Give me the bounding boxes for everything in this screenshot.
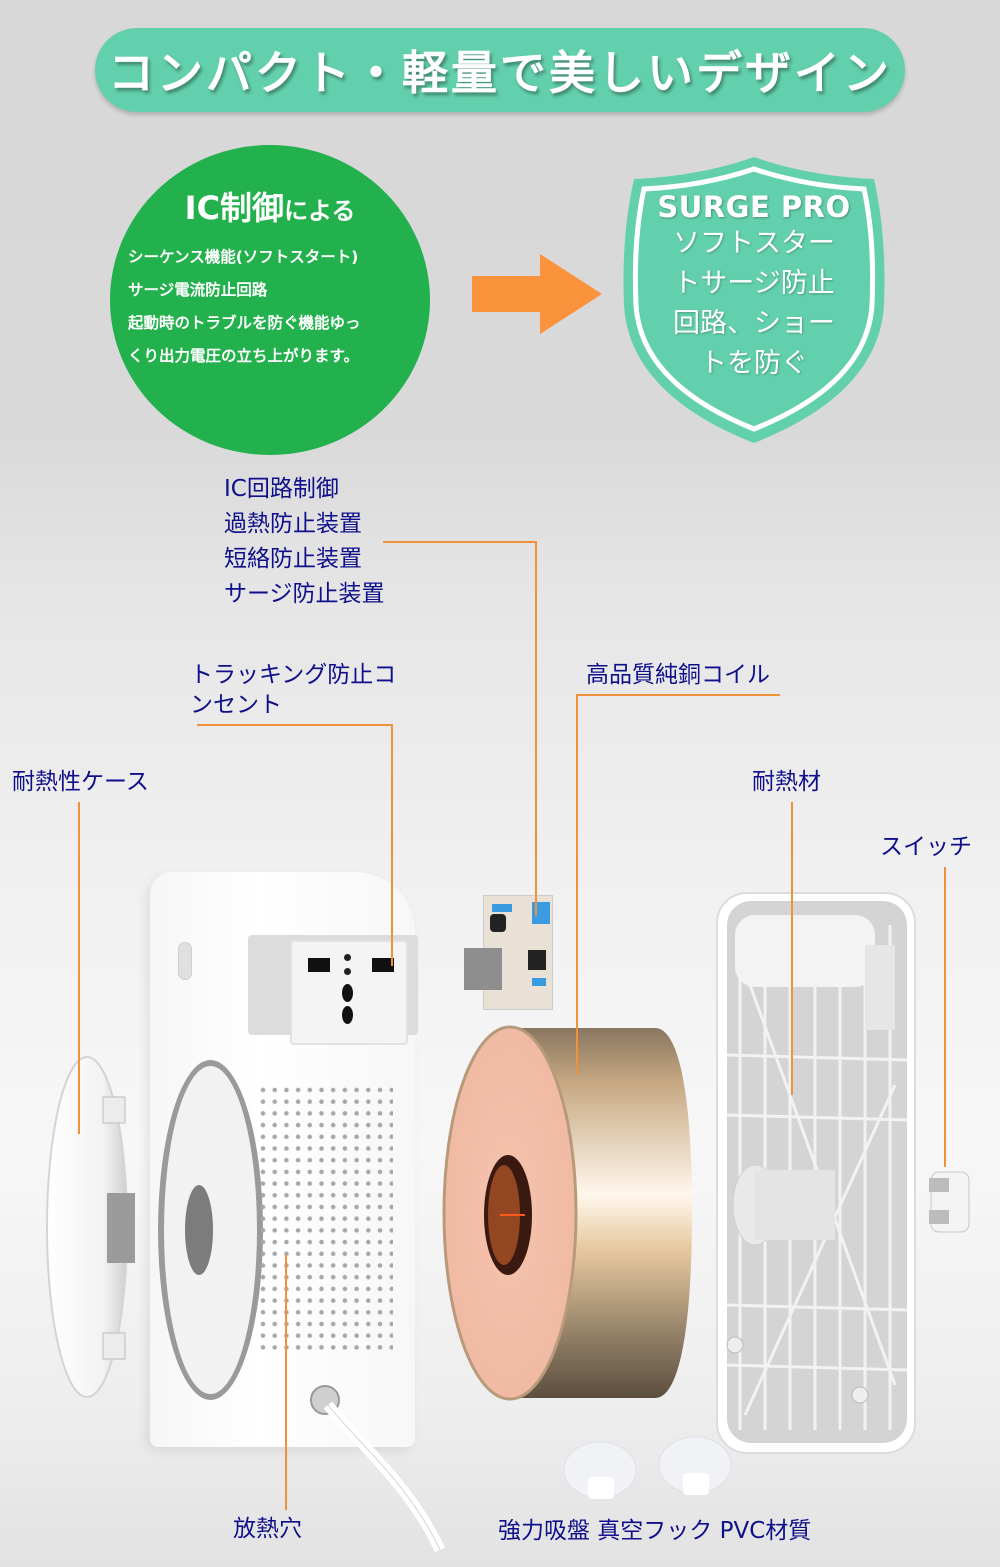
leader-line (535, 541, 537, 916)
switch-knob (929, 1171, 970, 1233)
shield-badge (623, 157, 885, 443)
shield-lines: ソフトスター トサージ防止 回路、ショー トを防ぐ (620, 224, 888, 384)
callout-switch: スイッチ (880, 834, 972, 860)
ic-heading-main: IC制御 (184, 189, 285, 227)
pcb-board (464, 895, 553, 1010)
leader-line (791, 802, 793, 1095)
callout-line: ンセント (190, 692, 282, 718)
leader-line (944, 867, 946, 1167)
vent-hole-grid (258, 1085, 393, 1355)
ic-heading-suffix: による (284, 197, 356, 225)
shield-brand: SURGE PRO (657, 190, 851, 224)
callout-line: IC回路制御 (224, 476, 339, 502)
leader-line (577, 694, 780, 696)
leader-line (197, 724, 392, 726)
ic-line: 起動時のトラブルを防ぐ機能ゆっ (128, 314, 361, 332)
leader-line (383, 541, 537, 543)
shield-line: 回路、ショー (673, 308, 835, 339)
leader-line (285, 1255, 287, 1510)
banner-title: コンパクト・軽量で美しいデザイン (108, 46, 892, 100)
leader-line (78, 802, 80, 1134)
ic-control-circle: IC制御による シーケンス機能(ソフトスタート) サージ電流防止回路 起動時のト… (110, 145, 430, 455)
callout-suction-cups: 強力吸盤 真空フック PVC材質 (498, 1518, 812, 1544)
housing-center-hole (185, 1185, 213, 1275)
callout-copper-coil: 高品質純銅コイル (586, 662, 770, 688)
shield-line: ソフトスター (673, 228, 835, 259)
ic-heading: IC制御による (110, 183, 430, 229)
ic-line: くり出力電圧の立ち上がります。 (128, 347, 359, 365)
title-banner: コンパクト・軽量で美しいデザイン (95, 28, 905, 112)
callout-ic-features: IC回路制御 過熱防止装置 短絡防止装置 サージ防止装置 (224, 472, 385, 612)
callout-line: トラッキング防止コ (190, 662, 397, 688)
copper-coil (442, 1025, 692, 1401)
power-cord (310, 1385, 445, 1553)
suction-cups (563, 1436, 732, 1499)
shield-line: トサージ防止 (673, 268, 835, 299)
shield-text: SURGE PRO ソフトスター トサージ防止 回路、ショー トを防ぐ (620, 190, 888, 384)
callout-line: サージ防止装置 (224, 581, 385, 607)
housing-side-slot (178, 942, 192, 980)
callout-tracking-outlet: トラッキング防止コ ンセント (190, 660, 396, 720)
callout-line: 過熱防止装置 (224, 511, 362, 537)
leader-line (576, 694, 578, 1074)
front-cover-disc (46, 1056, 135, 1398)
callout-heat-resistant-material: 耐熱材 (752, 769, 821, 795)
back-plate (716, 892, 916, 1454)
ic-line: シーケンス機能(ソフトスタート) (128, 248, 359, 266)
leader-line (391, 724, 393, 966)
tracking-outlet (290, 940, 408, 1045)
ic-line: サージ電流防止回路 (128, 281, 268, 299)
ic-feature-list: シーケンス機能(ソフトスタート) サージ電流防止回路 起動時のトラブルを防ぐ機能… (128, 241, 361, 373)
shield-line: トを防ぐ (700, 348, 808, 379)
callout-line: 短絡防止装置 (224, 546, 362, 572)
callout-vent-holes: 放熱穴 (233, 1516, 302, 1542)
right-arrow-icon (472, 254, 602, 334)
callout-heat-resistant-case: 耐熱性ケース (12, 769, 149, 795)
